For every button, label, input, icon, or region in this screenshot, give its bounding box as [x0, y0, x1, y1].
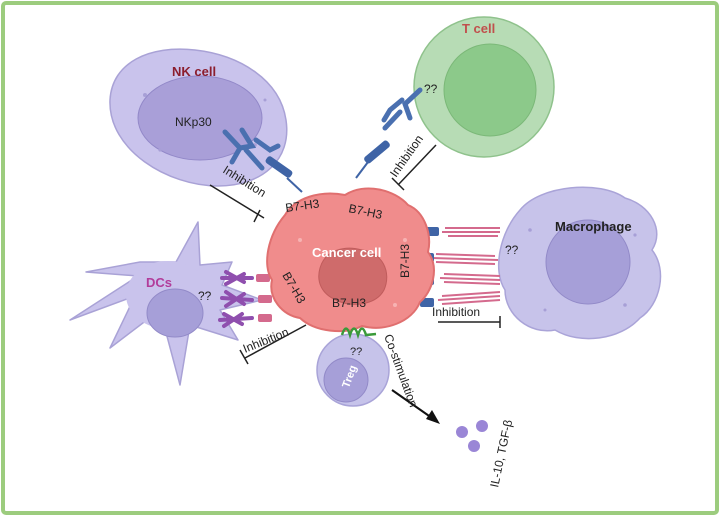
nk-cell-label: NK cell [172, 64, 216, 79]
b7h3-label-treg-side: B7-H3 [332, 296, 366, 310]
cytokine-circles [456, 420, 488, 452]
inhibition-nk [209, 184, 265, 223]
inhibition-macrophage [438, 316, 501, 328]
dc-receptors [218, 270, 254, 328]
t-b7h3-molecule [355, 140, 390, 179]
dc-label: DCs [146, 275, 172, 290]
cytokine-arrow [391, 389, 433, 419]
cytokine-arrowhead [426, 410, 440, 424]
nk-b7h3-molecule [265, 156, 303, 193]
costim-receptor [340, 327, 377, 340]
nkp30-label: NKp30 [175, 115, 212, 129]
inhibition-macrophage-label: Inhibition [432, 305, 480, 319]
treg-cell [316, 333, 390, 407]
t-cell-label: T cell [462, 21, 495, 36]
macrophage-label: Macrophage [555, 219, 632, 234]
inhibition-dc [239, 324, 307, 365]
t-cell [413, 16, 555, 158]
b7h3-label-nk-side: B7-H3 [284, 196, 320, 215]
macrophage-receptors [431, 227, 501, 305]
treg-unknown: ?? [350, 346, 362, 358]
cancer-cell [266, 187, 435, 333]
macrophage-unknown: ?? [505, 243, 519, 257]
inhibition-t [391, 144, 437, 191]
nk-antibody [222, 127, 281, 171]
macrophage [497, 186, 662, 340]
dc-b7h3-molecules [256, 274, 272, 322]
nk-cell [109, 48, 288, 187]
b7h3-label-t-side: B7-H3 [347, 201, 384, 222]
dc-unknown: ?? [198, 289, 212, 303]
b7h3-label-macrophage-side: B7-H3 [398, 244, 412, 278]
t-antibody [381, 87, 423, 131]
cancer-cell-label: Cancer cell [312, 245, 381, 260]
t-cell-unknown: ?? [424, 82, 438, 96]
dendritic-cell [69, 221, 263, 386]
